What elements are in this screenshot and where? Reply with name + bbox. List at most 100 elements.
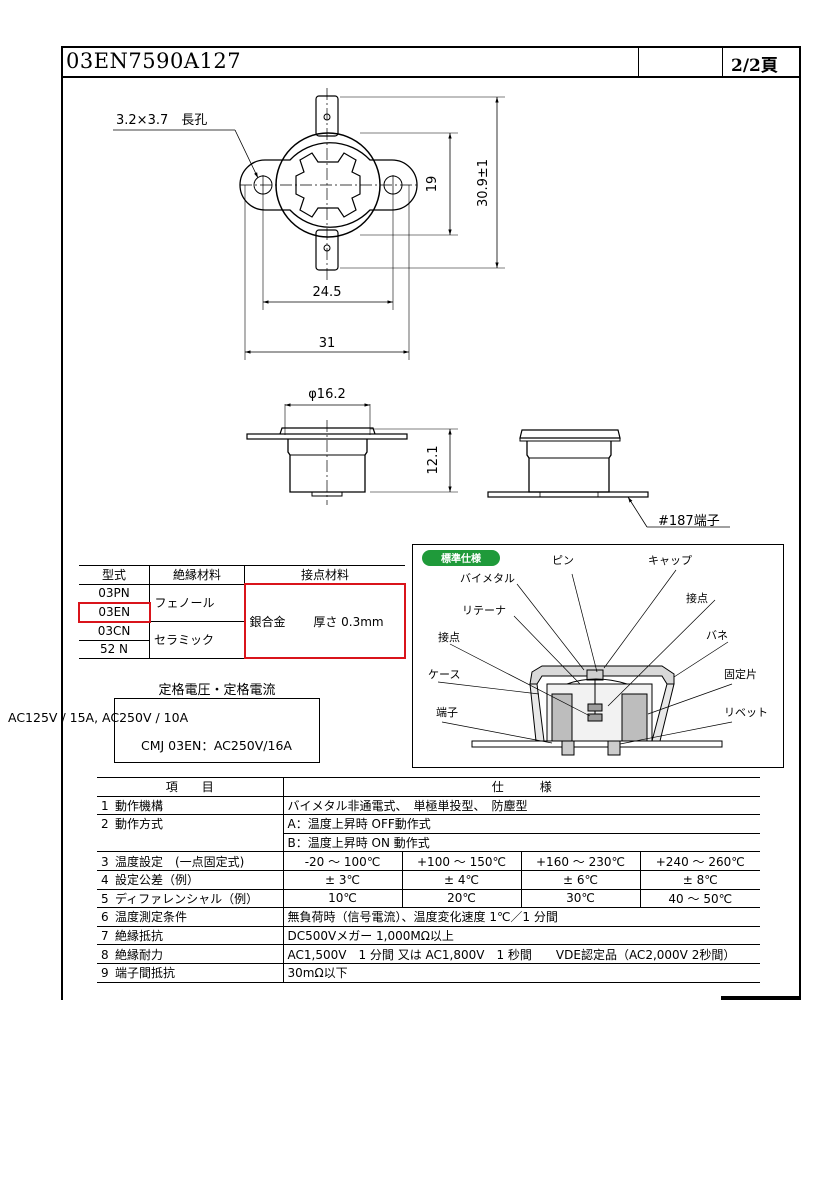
cap-inner <box>295 152 361 218</box>
row-value: AC1,500V 1 分間 又は AC1,800V 1 秒間 VDE認定品（AC… <box>282 944 760 964</box>
spec-row: 5 ディファレンシャル（例） 10℃ 20℃ 30℃ 40 ～ 50℃ <box>97 888 760 909</box>
spec-badge <box>422 550 500 566</box>
spec-header-spec: 仕 様 <box>282 777 760 797</box>
spec-row: 6 温度測定条件 無負荷時（信号電流）、温度変化速度 1℃／1 分間 <box>97 907 760 927</box>
row-item: 動作機構 <box>115 798 164 813</box>
row-cell: 20℃ <box>401 888 522 909</box>
row-cell: 10℃ <box>282 888 403 909</box>
label-fixed-piece: 固定片 <box>724 667 757 681</box>
dim-12-1: 12.1 <box>426 446 441 475</box>
label-terminal: 端子 <box>436 706 458 719</box>
row-item: 絶縁抵抗 <box>115 929 164 944</box>
row-item: 設定公差（例） <box>115 873 200 888</box>
row-number: 2 <box>101 817 109 832</box>
row-item: 温度設定 (一点固定式) <box>115 854 245 869</box>
row-cell: ± 4℃ <box>401 869 522 890</box>
row-number: 7 <box>101 929 109 944</box>
row-number: 9 <box>101 966 109 981</box>
label-bimetal: バイメタル <box>460 572 515 585</box>
flange-outline <box>239 142 418 228</box>
rated-values-box <box>114 699 320 763</box>
row-number: 1 <box>101 798 109 813</box>
insulation-phenol: フェノール <box>149 583 245 622</box>
spec-row: 2 動作方式 A：温度上昇時 OFF動作式 <box>97 814 760 853</box>
front-case <box>287 439 368 493</box>
label-contact-left: 接点 <box>438 631 460 644</box>
row-number: 6 <box>101 910 109 925</box>
row-value: DC500Vメガー 1,000MΩ以上 <box>282 925 760 946</box>
insulation-ceramic: セラミック <box>149 621 245 659</box>
row-item: 端子間抵抗 <box>115 966 176 981</box>
header-separator <box>722 46 723 76</box>
spec-row: 1 動作機構 バイメタル非通電式、 単極単投型、 防塵型 <box>97 795 760 816</box>
model-cell: 03PN <box>79 583 150 603</box>
row-value: 無負荷時（信号電流）、温度変化速度 1℃／1 分間 <box>282 907 760 927</box>
slot-label: 3.2×3.7 長孔 <box>116 113 207 128</box>
spec-header-item: 項 目 <box>97 777 284 797</box>
header-contact: 接点材料 <box>244 565 405 585</box>
row-number: 5 <box>101 891 109 906</box>
row-item: ディファレンシャル（例） <box>115 891 259 906</box>
page-number: 2/2頁 <box>731 56 778 76</box>
header-model: 型式 <box>79 565 150 585</box>
cross-section-panel: 標準仕様 ピン キャップ バイメタル リテーナ 接点 接点 <box>412 544 784 768</box>
model-cell: 03CN <box>79 621 150 641</box>
label-rivet: リベット <box>724 706 768 719</box>
document-number: 03EN7590A127 <box>66 49 242 73</box>
drawing-frame <box>61 46 801 1000</box>
spec-table: 項 目 仕 様 1 動作機構 バイメタル非通電式、 単極単投型、 防塵型 2 動作方… <box>97 777 760 983</box>
rated-title: 定格電圧・定格電流 <box>158 683 276 698</box>
label-pin: ピン <box>552 554 574 567</box>
dim-31: 31 <box>319 336 336 351</box>
spec-row: 7 絶縁抵抗 DC500Vメガー 1,000MΩ以上 <box>97 925 760 946</box>
label-retainer: リテーナ <box>462 604 506 617</box>
row-number: 8 <box>101 947 109 962</box>
side-cap <box>519 429 621 439</box>
row-cell: +160 ～ 230℃ <box>520 851 641 871</box>
terminal-label: #187端子 <box>658 514 720 529</box>
bottom-bar <box>721 996 799 1000</box>
row-number: 3 <box>101 854 109 869</box>
dim-30-9: 30.9±1 <box>476 159 491 207</box>
header-insulation: 絶縁材料 <box>149 565 245 585</box>
rated-line-1: AC125V / 15A, AC250V / 10A <box>8 710 189 725</box>
spec-row: B：温度上昇時 ON 動作式 <box>97 832 760 853</box>
label-contact-right: 接点 <box>686 592 708 605</box>
header-divider <box>61 76 799 78</box>
spec-row: 9 端子間抵抗 30mΩ以下 <box>97 962 760 983</box>
row-item: 絶縁耐力 <box>115 947 164 962</box>
row-value-b: B：温度上昇時 ON 動作式 <box>282 832 760 853</box>
row-cell: ± 3℃ <box>282 869 403 890</box>
side-case <box>526 441 612 493</box>
dim-24-5: 24.5 <box>313 285 342 300</box>
rated-line-2: CMJ 03EN：AC250V/16A <box>141 738 292 753</box>
row-number: 4 <box>101 873 109 888</box>
row-value: バイメタル非通電式、 単極単投型、 防塵型 <box>282 795 760 816</box>
rated-box: 定格電圧・定格電流 <box>114 679 320 764</box>
row-cell: +100 ～ 150℃ <box>401 851 522 871</box>
row-cell: 30℃ <box>520 888 641 909</box>
header-separator <box>638 46 639 76</box>
label-spring: バネ <box>706 629 728 642</box>
row-value: 30mΩ以下 <box>282 962 760 983</box>
row-item: 温度測定条件 <box>115 910 188 925</box>
dim-phi: φ16.2 <box>308 387 346 402</box>
technical-drawing: 3.2×3.7 長孔 19 30.9±1 24.5 31 φ16.2 12.1 … <box>113 88 730 529</box>
spec-badge-text: 標準仕様 <box>441 552 482 565</box>
row-cell: 40 ～ 50℃ <box>639 888 760 909</box>
spec-row: 8 絶縁耐力 AC1,500V 1 分間 又は AC1,800V 1 秒間 VDE… <box>97 944 760 964</box>
row-cell: +240 ～ 260℃ <box>639 851 760 871</box>
dim-19: 19 <box>425 176 440 193</box>
contact-material: 銀合金 厚さ 0.3mm <box>243 583 406 659</box>
label-cap: キャップ <box>648 554 692 567</box>
front-flange <box>246 433 408 440</box>
rated-title-underline <box>114 698 320 699</box>
model-cell-highlighted: 03EN <box>78 601 151 623</box>
materials-table: 型式 絶縁材料 接点材料 03PN フェノール 銀合金 厚さ 0.3mm 03E… <box>78 565 406 659</box>
row-value-a: A：温度上昇時 OFF動作式 <box>282 814 760 834</box>
side-terminal <box>487 491 649 498</box>
label-case: ケース <box>428 668 460 681</box>
row-item: 動作方式 <box>115 817 164 832</box>
